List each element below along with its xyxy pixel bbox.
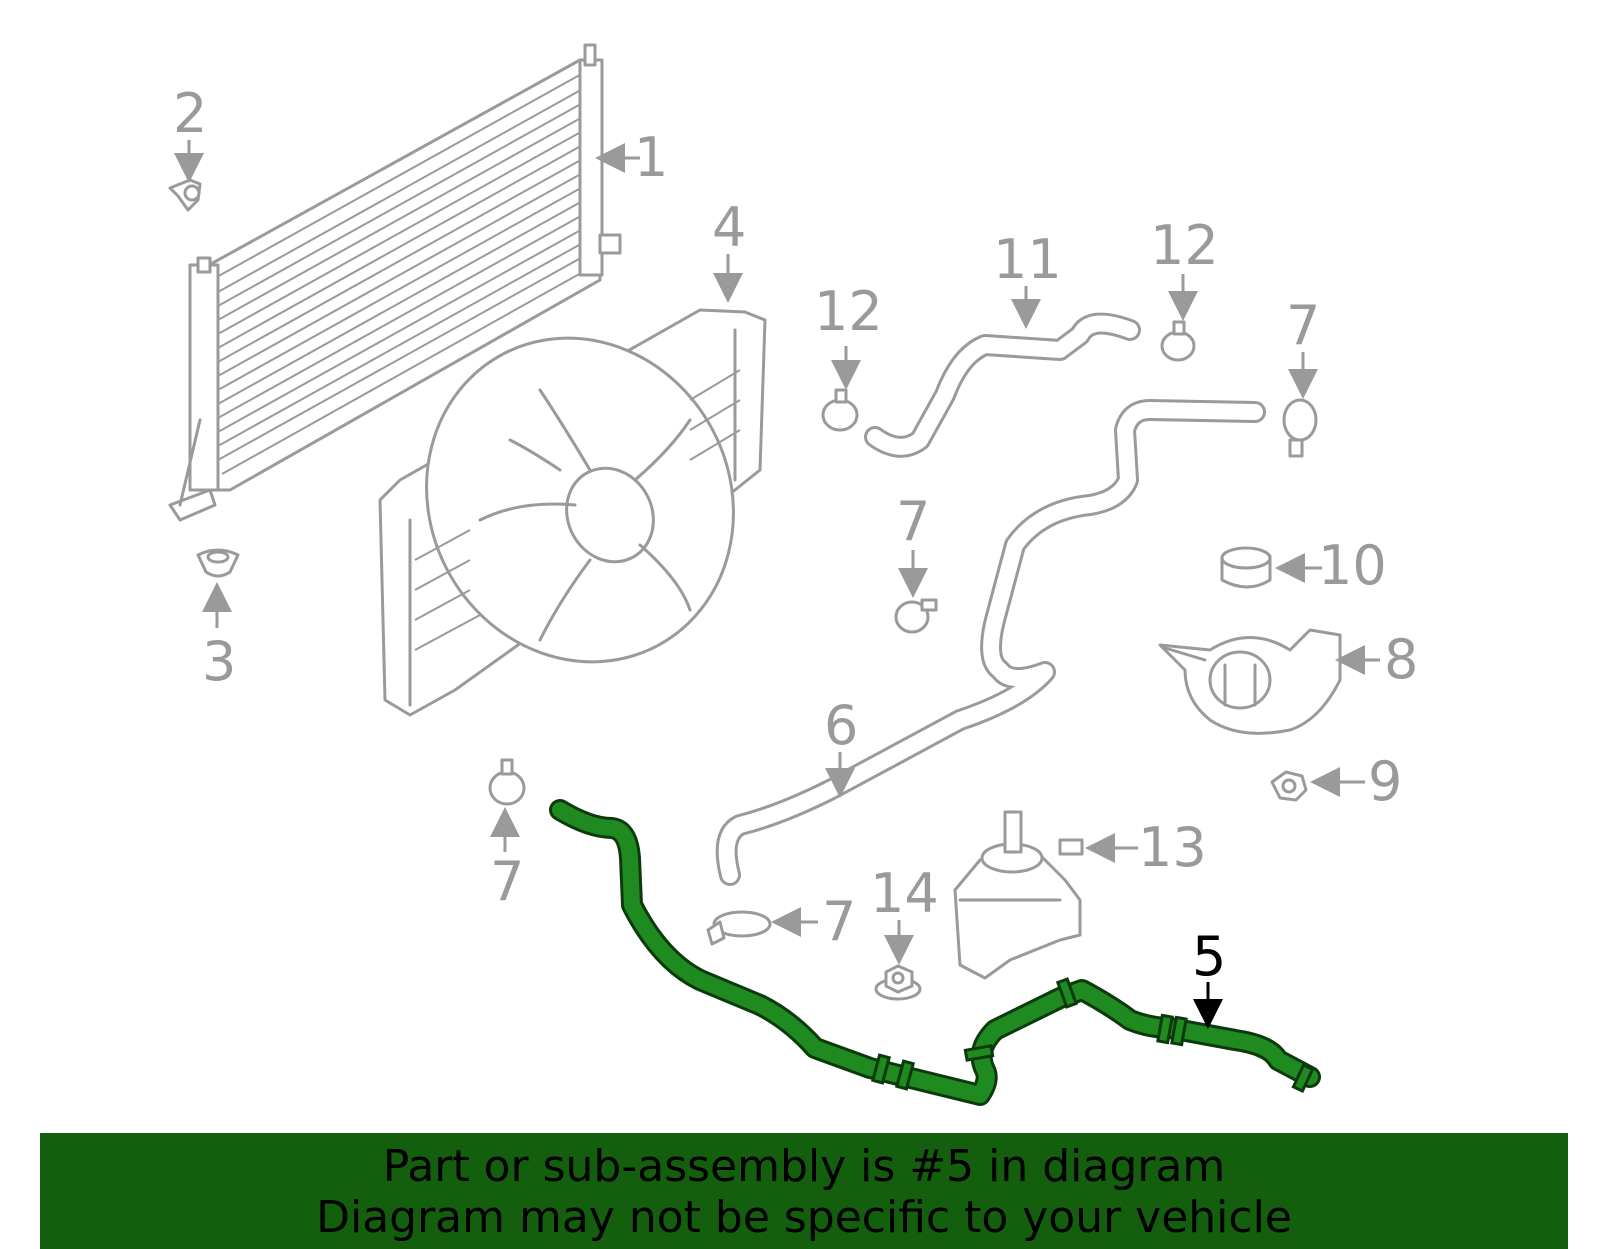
callout-7-left: 7: [490, 850, 524, 913]
radiator-bracket: [178, 418, 202, 507]
clamp-12-left[interactable]: [821, 388, 859, 432]
callout-8: 8: [1384, 628, 1418, 691]
clamp-7-left[interactable]: [488, 758, 526, 806]
callout-arrows: [174, 140, 1380, 1029]
radiator-isolator[interactable]: [196, 548, 240, 578]
shroud-louvers: [414, 369, 741, 651]
fan-blades: [478, 388, 692, 642]
radiator-tank-left: [188, 263, 220, 492]
radiator-mount-upper[interactable]: [168, 178, 202, 212]
callout-12-right: 12: [1150, 214, 1219, 277]
callout-14: 14: [870, 862, 939, 925]
callout-12-left: 12: [814, 280, 883, 343]
fan-shroud[interactable]: [370, 284, 790, 717]
hose-5-highlighted[interactable]: [549, 799, 1321, 1106]
hose-5-fittings: [870, 977, 1315, 1093]
callout-4: 4: [712, 196, 746, 259]
hose-6[interactable]: [715, 399, 1266, 886]
clamp-7-lower[interactable]: [706, 910, 772, 946]
banner-line-2: Diagram may not be specific to your vehi…: [316, 1192, 1292, 1243]
reservoir-nut[interactable]: [1270, 770, 1308, 802]
callout-11: 11: [993, 228, 1062, 291]
callout-10: 10: [1318, 534, 1387, 597]
radiator-filler-neck: [583, 43, 597, 67]
callout-9: 9: [1368, 750, 1402, 813]
fan-hub: [565, 466, 655, 564]
callout-numbers: 2 1 3 4 11 12 12 7 7 10 8 6 9 13 7 7 14 …: [173, 82, 1418, 988]
radiator-foot: [168, 488, 217, 522]
callout-5: 5: [1192, 925, 1226, 988]
coolant-pump[interactable]: [953, 810, 1084, 980]
callout-7-right: 7: [1286, 294, 1320, 357]
radiator-outlet: [598, 233, 622, 255]
callout-2: 2: [173, 82, 207, 145]
clamp-7-right[interactable]: [1282, 398, 1318, 458]
pump-nut[interactable]: [874, 964, 922, 1001]
coolant-reservoir[interactable]: [1158, 628, 1342, 735]
banner-line-1: Part or sub-assembly is #5 in diagram: [382, 1141, 1226, 1192]
callout-13: 13: [1138, 816, 1207, 879]
clamp-12-right[interactable]: [1160, 320, 1196, 362]
callout-6: 6: [824, 694, 858, 757]
hose-11[interactable]: [864, 312, 1141, 458]
clamp-7-mid[interactable]: [894, 598, 938, 634]
callout-1: 1: [634, 126, 668, 189]
radiator[interactable]: [168, 43, 622, 522]
reservoir-cap[interactable]: [1220, 546, 1272, 589]
callout-3: 3: [202, 630, 236, 693]
callout-7-lower: 7: [822, 890, 856, 953]
radiator-fins: [214, 71, 591, 475]
callout-7-mid: 7: [896, 490, 930, 553]
info-banner: Part or sub-assembly is #5 in diagram Di…: [40, 1133, 1568, 1249]
radiator-pin: [196, 256, 212, 274]
